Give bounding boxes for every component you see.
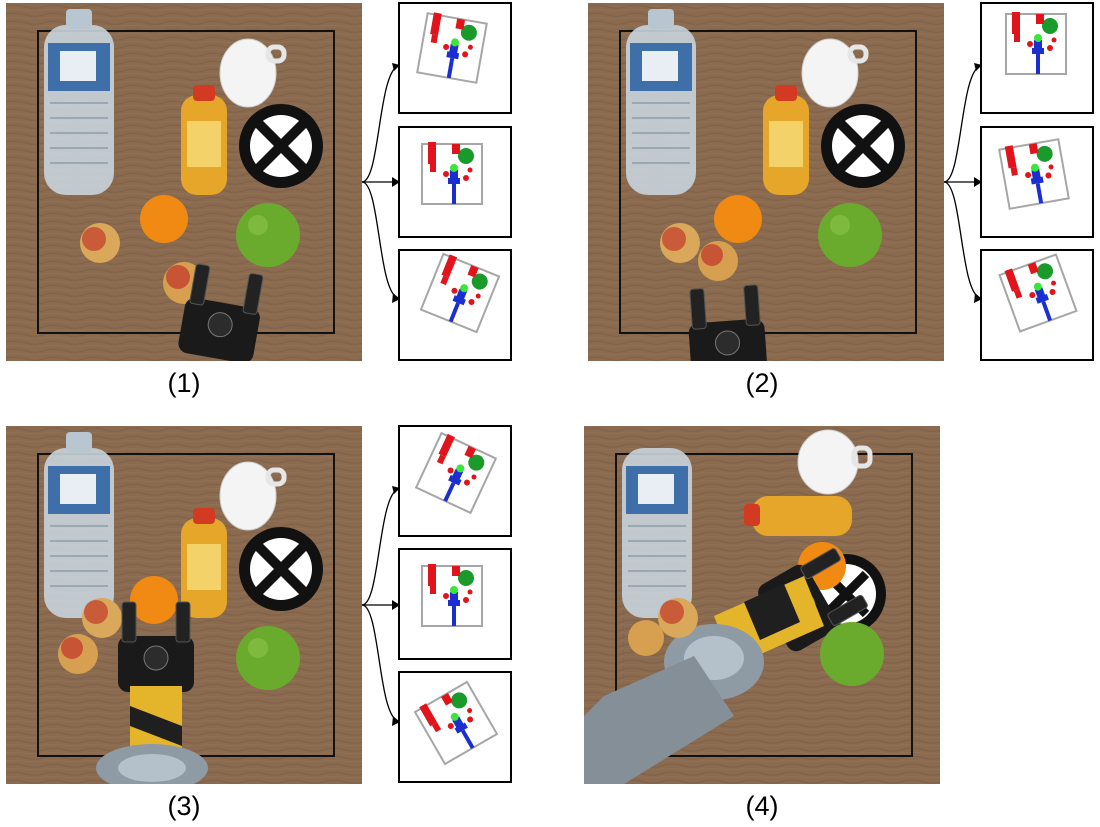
mask-thumbnail-3c [398, 671, 512, 783]
mask-thumbnail-1b [398, 126, 512, 238]
mask-thumbnail-3b [398, 548, 512, 660]
panel-label-1: (1) [167, 368, 201, 398]
panel-label-2: (2) [745, 368, 779, 398]
arrow-icon [361, 63, 400, 303]
arrow-icon [943, 63, 982, 303]
mask-thumbnail-2b [980, 126, 1094, 238]
arrow-icon [361, 486, 400, 726]
mask-thumbnail-2c [980, 249, 1094, 361]
photo-panel-2 [588, 3, 944, 361]
mask-thumbnail-1a [398, 2, 512, 114]
mask-thumbnail-3a [398, 425, 512, 537]
panel-label-3: (3) [167, 791, 201, 821]
photo-panel-4 [584, 426, 940, 784]
photo-panel-1 [6, 3, 362, 361]
panel-label-4: (4) [745, 791, 779, 821]
photo-panel-3 [6, 426, 362, 784]
mask-thumbnail-2a [980, 2, 1094, 114]
mask-thumbnail-1c [398, 249, 512, 361]
